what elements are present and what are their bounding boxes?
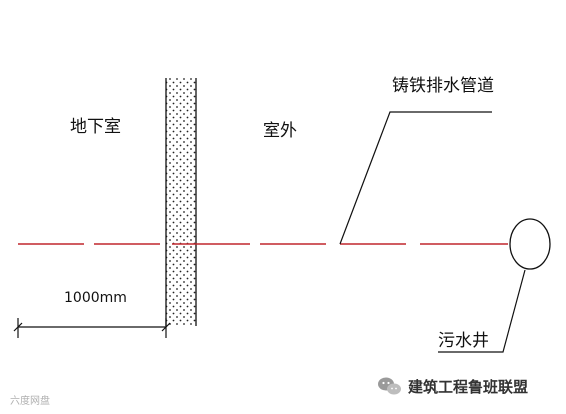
brand-name: 建筑工程鲁班联盟 — [408, 378, 528, 396]
dimension-label: 1000mm — [64, 290, 127, 306]
wall-section — [165, 78, 197, 326]
dimension-slash-right — [161, 322, 171, 332]
watermark-left: 六度网盘 — [10, 394, 50, 407]
basement-label: 地下室 — [70, 117, 121, 137]
pipe-leader-line — [339, 111, 492, 245]
dimension-slash-left — [13, 322, 23, 332]
wall-fill — [166, 78, 196, 326]
manhole-leader-line — [438, 269, 526, 353]
manhole-label: 污水井 — [438, 331, 489, 351]
wechat-logo-icon — [378, 377, 401, 395]
manhole-circle — [509, 218, 551, 270]
outdoor-label: 室外 — [263, 121, 297, 141]
dimension-1000mm: 1000mm — [13, 290, 171, 338]
pipe-label: 铸铁排水管道 — [392, 76, 494, 96]
